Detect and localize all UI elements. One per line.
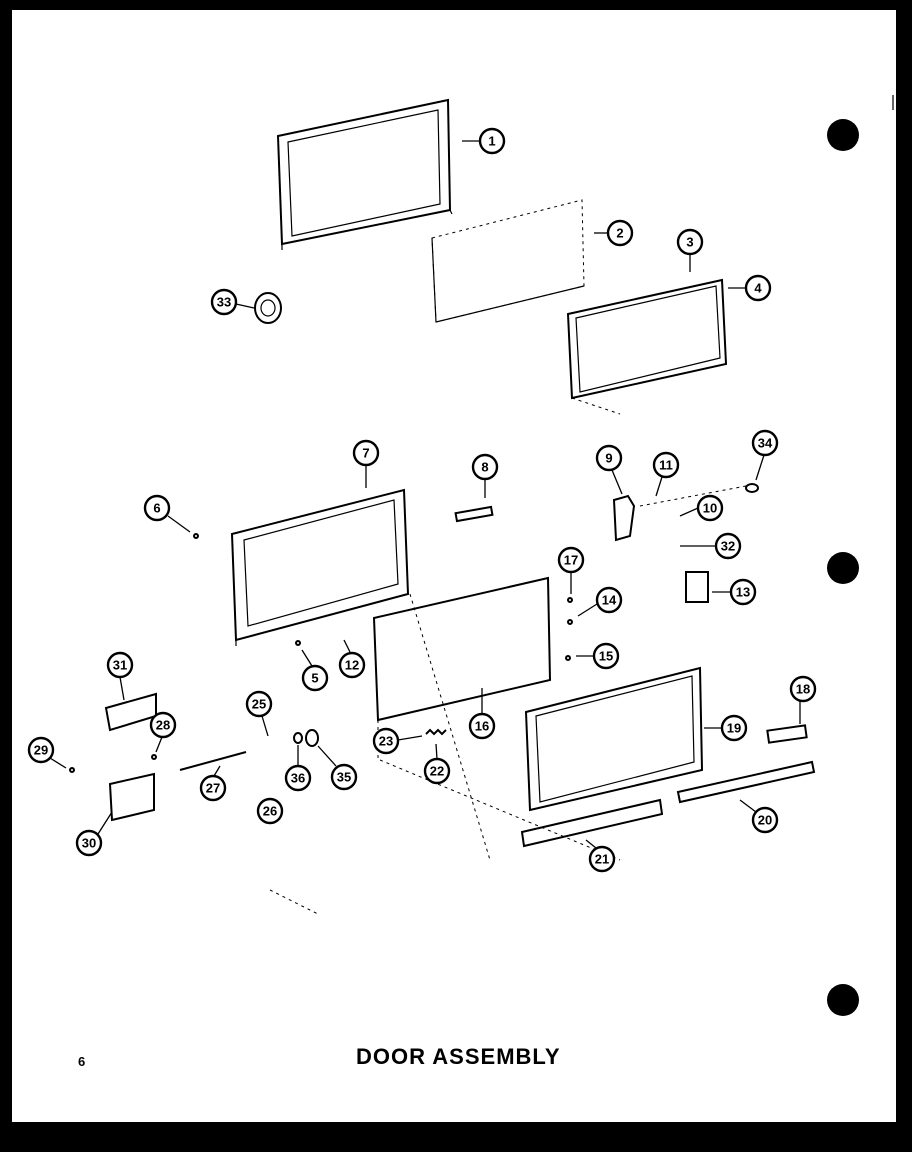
part-16-panel bbox=[372, 576, 552, 760]
callout-21: 21 bbox=[585, 839, 616, 873]
part-23-spring bbox=[425, 728, 447, 736]
svg-text:29: 29 bbox=[34, 743, 48, 758]
svg-text:35: 35 bbox=[337, 770, 351, 785]
callout-23: 23 bbox=[372, 727, 423, 755]
part-8-bar bbox=[454, 505, 494, 523]
callout-32: 32 bbox=[680, 532, 742, 560]
callout-22: 22 bbox=[423, 743, 451, 785]
svg-text:10: 10 bbox=[703, 501, 717, 516]
svg-text:32: 32 bbox=[721, 539, 735, 554]
callout-27: 27 bbox=[199, 765, 227, 802]
svg-text:9: 9 bbox=[605, 451, 612, 466]
callout-18: 18 bbox=[789, 675, 817, 724]
callout-12: 12 bbox=[338, 639, 366, 679]
svg-text:27: 27 bbox=[206, 781, 220, 796]
svg-text:1: 1 bbox=[488, 134, 495, 149]
part-21-strip bbox=[520, 798, 664, 848]
punch-hole-middle bbox=[827, 552, 859, 584]
callout-9: 9 bbox=[595, 444, 623, 495]
part-35-knob bbox=[305, 729, 319, 747]
svg-text:6: 6 bbox=[153, 501, 160, 516]
svg-text:21: 21 bbox=[595, 852, 609, 867]
part-7-frame bbox=[230, 488, 410, 646]
callout-25: 25 bbox=[245, 690, 273, 737]
svg-text:33: 33 bbox=[217, 295, 231, 310]
svg-text:12: 12 bbox=[345, 658, 359, 673]
svg-text:8: 8 bbox=[481, 460, 488, 475]
callout-4: 4 bbox=[728, 274, 772, 302]
svg-text:3: 3 bbox=[686, 235, 693, 250]
svg-text:25: 25 bbox=[252, 697, 266, 712]
callout-28: 28 bbox=[149, 711, 177, 753]
part-36-washer bbox=[293, 732, 303, 744]
part-1-outer-panel bbox=[276, 98, 453, 250]
part-30-bracket bbox=[108, 772, 155, 822]
part-19-seal bbox=[524, 666, 704, 812]
part-27-rod bbox=[179, 751, 247, 771]
svg-text:11: 11 bbox=[659, 458, 673, 473]
svg-text:5: 5 bbox=[311, 671, 318, 686]
callout-5: 5 bbox=[301, 649, 329, 692]
callout-19: 19 bbox=[704, 714, 748, 742]
page-number: 6 bbox=[78, 1054, 86, 1069]
punch-hole-bottom bbox=[827, 984, 859, 1016]
callout-15: 15 bbox=[576, 642, 620, 670]
svg-text:4: 4 bbox=[754, 281, 762, 296]
svg-text:16: 16 bbox=[475, 719, 489, 734]
callout-34: 34 bbox=[751, 429, 779, 481]
page-title: DOOR ASSEMBLY bbox=[356, 1044, 561, 1069]
callout-11: 11 bbox=[652, 451, 680, 497]
callout-33: 33 bbox=[210, 288, 255, 316]
callout-6: 6 bbox=[143, 494, 191, 533]
drawing-sheet bbox=[12, 10, 896, 1122]
punch-hole-top bbox=[827, 119, 859, 151]
callout-26: 26 bbox=[256, 797, 284, 825]
part-3-4-window bbox=[566, 278, 728, 415]
part-34-screw bbox=[745, 483, 759, 493]
callout-2: 2 bbox=[594, 219, 634, 247]
part-33-disk bbox=[254, 292, 282, 324]
part-13-bracket bbox=[685, 571, 709, 603]
svg-text:31: 31 bbox=[113, 658, 127, 673]
callout-13: 13 bbox=[712, 578, 757, 606]
callout-17: 17 bbox=[557, 546, 585, 594]
svg-text:23: 23 bbox=[379, 734, 393, 749]
svg-text:2: 2 bbox=[616, 226, 623, 241]
svg-text:7: 7 bbox=[362, 446, 369, 461]
callout-16: 16 bbox=[468, 688, 496, 740]
svg-text:34: 34 bbox=[758, 436, 773, 451]
callout-30: 30 bbox=[75, 811, 113, 857]
callout-14: 14 bbox=[577, 586, 623, 617]
callout-20: 20 bbox=[739, 799, 779, 834]
svg-text:20: 20 bbox=[758, 813, 772, 828]
part-18-plate bbox=[766, 724, 808, 744]
callout-36: 36 bbox=[284, 745, 312, 792]
svg-text:19: 19 bbox=[727, 721, 741, 736]
svg-text:22: 22 bbox=[430, 764, 444, 779]
callout-1: 1 bbox=[462, 127, 506, 155]
callout-8: 8 bbox=[471, 453, 499, 498]
callout-35: 35 bbox=[317, 745, 358, 791]
svg-text:15: 15 bbox=[599, 649, 613, 664]
svg-text:30: 30 bbox=[82, 836, 96, 851]
part-31-bracket bbox=[104, 692, 157, 732]
callout-3: 3 bbox=[676, 228, 704, 272]
svg-text:13: 13 bbox=[736, 585, 750, 600]
callout-7: 7 bbox=[352, 439, 380, 488]
callout-29: 29 bbox=[27, 736, 67, 769]
part-20-rail bbox=[676, 760, 816, 804]
part-9-hinge bbox=[612, 485, 747, 542]
svg-text:28: 28 bbox=[156, 718, 170, 733]
svg-text:17: 17 bbox=[564, 553, 578, 568]
callout-10: 10 bbox=[679, 494, 724, 522]
svg-text:36: 36 bbox=[291, 771, 305, 786]
part-2-liner bbox=[431, 199, 585, 323]
svg-text:26: 26 bbox=[263, 804, 277, 819]
svg-text:14: 14 bbox=[602, 593, 617, 608]
callout-31: 31 bbox=[106, 651, 134, 701]
svg-text:18: 18 bbox=[796, 682, 810, 697]
